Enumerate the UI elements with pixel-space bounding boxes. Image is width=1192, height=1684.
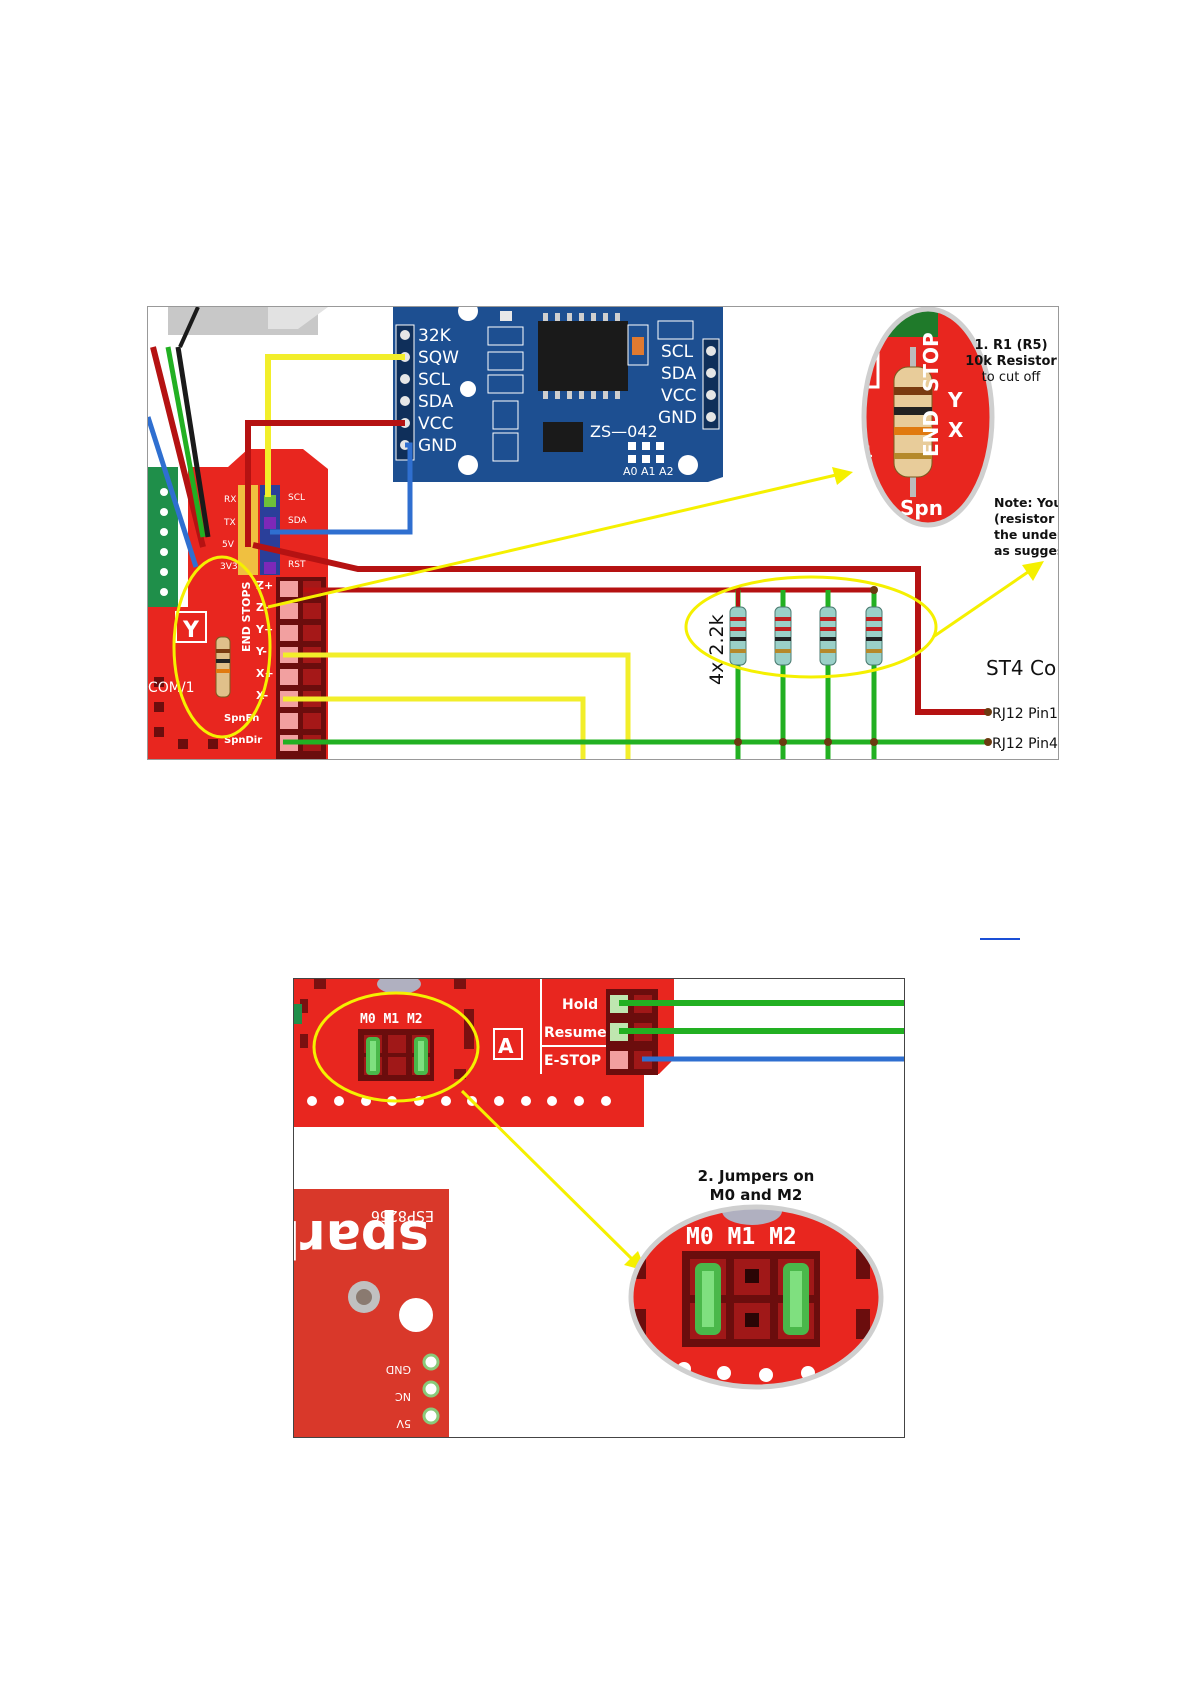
esp-label: ESP8266 (371, 1207, 434, 1225)
i2c-label-scl: SCL (288, 493, 305, 503)
rtc-pin-gnd: GND (418, 436, 457, 456)
zoom1-silk-stop: STOP (919, 332, 943, 392)
cnc-shield-board-bottom (294, 979, 674, 1127)
jumper-labels-board: M0 M1 M2 (360, 1012, 423, 1027)
zoom1-silk-end: END (919, 410, 943, 457)
note-line-2: (resistor a (994, 511, 1058, 526)
i2c-label-rst: RST (288, 560, 306, 570)
callout1-title: 1. R1 (R5) (974, 338, 1047, 353)
highlight-ellipse-pullups (684, 575, 938, 679)
resistor-group-label: 4x 2.2k (706, 614, 728, 685)
note-line-1: Note: You (994, 495, 1058, 510)
rtc-pin-vcc: VCC (418, 414, 453, 434)
control-label-estop: E-STOP (544, 1053, 601, 1069)
rtc-pin-32k: 32K (418, 326, 452, 346)
zoom1-silk-y: Y (947, 388, 963, 412)
board-com-label: COM/1 (148, 680, 195, 696)
rtc-pin-sda: SDA (418, 392, 454, 412)
note-line-4: as sugges (994, 543, 1058, 558)
rj12-pin1-label: RJ12 Pin1 (992, 706, 1058, 722)
rtc-address-label: A0 A1 A2 (623, 465, 674, 478)
callout2-title: 2. Jumpers on (698, 1167, 815, 1185)
arrow-to-zoom1 (832, 467, 853, 485)
rtc-right-pin-gnd: GND (658, 408, 697, 428)
st4-connector-label: ST4 Cor (986, 656, 1058, 680)
rtc-main-chip (538, 321, 628, 391)
jumper-labels-zoom: M0 M1 M2 (686, 1224, 797, 1250)
endstop-pin-x-plus: X+ (256, 667, 274, 680)
zoom1-silk-x: X (948, 418, 964, 442)
callout1-line3: to cut off (982, 370, 1042, 385)
endstop-pin-spndir: SpnDir (224, 735, 262, 746)
control-label-resume: Resume (544, 1025, 607, 1041)
rtc-right-pin-sda: SDA (661, 364, 697, 384)
pullup-resistors (729, 586, 992, 759)
highlight-ellipse-jumpers (312, 991, 480, 1103)
zoom1-silk-spn: Spn (900, 496, 943, 520)
control-label-hold: Hold (562, 997, 598, 1013)
rj12-pin4-label: RJ12 Pin4 (992, 736, 1058, 752)
header-label-5v: 5V (222, 540, 235, 550)
esp-pin-nc: NC (395, 1390, 411, 1403)
highlight-ellipse-onboard-resistor (172, 555, 272, 739)
esp-pin-5v: 5V (396, 1417, 411, 1430)
zoom-callout-resistor: END STOP Y X Spn /1 (864, 309, 992, 525)
rtc-right-pin-scl: SCL (661, 342, 694, 362)
board-axis-letter: Y (182, 618, 200, 643)
axis-letter-a: A (498, 1034, 514, 1058)
arrow-to-note (1022, 561, 1044, 581)
wiring-diagram-rtc: Y COM/1 RX TX 5V 3V3 SCL SDA RST END STO… (147, 306, 1059, 760)
sparkfun-logo-text: spark (294, 1208, 429, 1268)
rtc-pin-scl: SCL (418, 370, 451, 390)
endstops-section-label: END STOPS (240, 581, 253, 652)
callout2-line2: M0 and M2 (710, 1186, 803, 1204)
header-label-tx: TX (223, 518, 236, 528)
jumper-diagram: M0 M1 M2 A Hold Resume E-STOP 2. Jumpers… (293, 978, 905, 1438)
header-label-rx: RX (224, 495, 236, 505)
endstop-pin-spnen: SpnEn (224, 713, 259, 724)
rtc-pin-sqw: SQW (418, 348, 459, 368)
zoom-callout-jumpers: M0 M1 M2 (631, 1207, 881, 1387)
header-label-3v3: 3V3 (220, 562, 238, 572)
link-underline[interactable] (980, 938, 1020, 940)
endstop-pin-z-plus: Z+ (256, 579, 273, 592)
note-line-3: the under (994, 527, 1058, 542)
rtc-right-pin-vcc: VCC (661, 386, 696, 406)
esp-pin-gnd: GND (386, 1363, 411, 1376)
endstop-pin-y-minus: Y- (255, 645, 267, 658)
rtc-chip-label: ZS—042 (590, 422, 658, 441)
callout1-line2: 10k Resistor (965, 354, 1057, 369)
i2c-label-sda: SDA (288, 516, 307, 526)
